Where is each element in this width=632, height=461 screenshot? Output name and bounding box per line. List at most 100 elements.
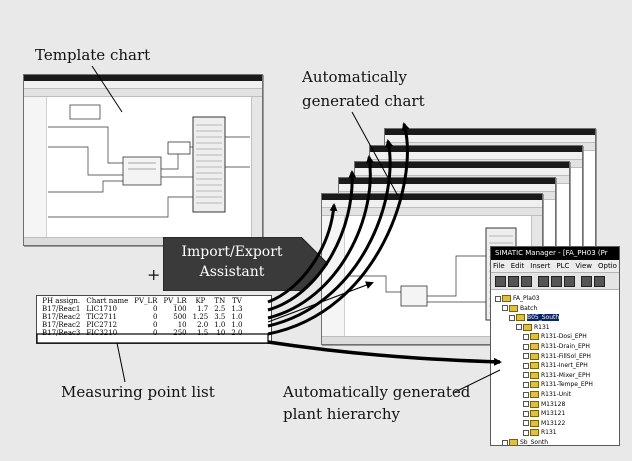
table-cell: 2.0	[197, 321, 209, 329]
window-menu-bar	[355, 168, 569, 176]
tree-node[interactable]: R131-Inert_EPH	[523, 361, 588, 370]
tree-expand-icon[interactable]	[502, 305, 508, 312]
tree-node[interactable]: B05_South	[509, 313, 560, 322]
tree-node[interactable]: R131-FillSol_EPH	[523, 352, 591, 361]
tree-expand-icon[interactable]	[523, 401, 529, 408]
table-cell: 0	[152, 313, 158, 321]
folder-icon	[530, 381, 539, 389]
folder-icon	[530, 410, 539, 418]
tree-expand-icon[interactable]	[523, 391, 529, 398]
template-chart-label: Template chart	[35, 46, 151, 64]
tree-node-label: Batch	[520, 304, 538, 312]
menu-item[interactable]: View	[575, 262, 592, 270]
toolbar-button-icon[interactable]	[495, 276, 506, 287]
tree-node[interactable]: R131-Unit	[523, 390, 571, 399]
window-title-bar	[355, 162, 569, 168]
tree-node[interactable]: R131	[516, 323, 550, 332]
tree-expand-icon[interactable]	[523, 429, 529, 436]
table-cell: B17/Reac2	[42, 321, 81, 329]
table-cell: 3.5	[214, 313, 226, 321]
menu-item[interactable]: Insert	[530, 262, 551, 270]
table-cell: 0	[152, 329, 158, 337]
template-status-bar	[24, 237, 262, 245]
row-to-hierarchy-arrow	[267, 340, 502, 366]
tree-expand-icon[interactable]	[509, 314, 515, 321]
auto-hierarchy-label-line-2: plant hierarchy	[283, 405, 400, 423]
toolbar-button-icon[interactable]	[521, 276, 532, 287]
import-export-label: Import/Export Assistant	[163, 242, 301, 282]
tree-expand-icon[interactable]	[502, 439, 508, 446]
tree-node[interactable]: R131-Dosi_EPH	[523, 332, 587, 341]
tree-node-label: R131-Dosi_EPH	[541, 333, 587, 341]
table-header-cell: Chart name	[86, 297, 129, 305]
table-cell: LIC1710	[86, 305, 117, 313]
table-cell: 10	[216, 329, 226, 337]
toolbar-button-icon[interactable]	[564, 276, 575, 287]
table-cell: 1.5	[197, 329, 209, 337]
toolbar-button-icon[interactable]	[538, 276, 549, 287]
menu-item[interactable]: File	[493, 262, 505, 270]
tree-expand-icon[interactable]	[523, 353, 529, 360]
template-scrollbar	[251, 97, 262, 237]
table-cell: 0	[152, 321, 158, 329]
tree-expand-icon[interactable]	[523, 420, 529, 427]
tree-node[interactable]: R131-Mixer_EPH	[523, 371, 590, 380]
tree-node[interactable]: Sb_Sonth	[502, 438, 548, 447]
tree-node-label: R131-Tempe_EPH	[541, 381, 593, 389]
window-title-bar	[339, 178, 555, 184]
tree-node-label: R131-Inert_EPH	[541, 362, 588, 370]
table-cell: 1.0	[231, 313, 243, 321]
tree-node[interactable]: M13128	[523, 400, 565, 409]
measuring-pointer-line	[116, 342, 126, 383]
folder-icon	[502, 295, 511, 302]
menu-item[interactable]: Edit	[510, 262, 525, 270]
window-menu-bar	[370, 152, 582, 160]
tree-expand-icon[interactable]	[523, 410, 529, 417]
tree-expand-icon[interactable]	[495, 295, 501, 302]
tree-node-label: M13121	[541, 410, 566, 418]
import-export-line-1: Import/Export	[181, 244, 283, 260]
tree-expand-icon[interactable]	[516, 324, 522, 331]
tree-node-label: R131-Unit	[541, 391, 571, 398]
template-canvas	[48, 97, 250, 237]
table-header-cell: PV_LR	[134, 297, 158, 305]
folder-icon	[530, 362, 539, 370]
folder-icon	[530, 400, 539, 408]
toolbar-button-icon[interactable]	[581, 276, 592, 287]
menu-item[interactable]: Optio	[598, 262, 617, 270]
tree-expand-icon[interactable]	[523, 343, 529, 350]
window-menu-bar	[322, 200, 542, 208]
table-cell: 2.5	[214, 305, 226, 313]
tree-node[interactable]: M13121	[523, 409, 565, 418]
folder-icon	[530, 343, 539, 350]
table-header-cell: KP	[195, 297, 206, 305]
tree-node[interactable]: R131	[523, 428, 557, 437]
table-cell: 1.0	[214, 321, 226, 329]
tree-node[interactable]: M13122	[523, 419, 565, 428]
tree-node[interactable]: R131-Tempe_EPH	[523, 380, 593, 389]
tree-node[interactable]: R131-Drain_EPH	[523, 342, 590, 351]
tree-expand-icon[interactable]	[523, 333, 529, 340]
measuring-point-list-label: Measuring point list	[61, 383, 215, 401]
toolbar-button-icon[interactable]	[594, 276, 605, 287]
toolbar-button-icon[interactable]	[508, 276, 519, 287]
toolbar-button-icon[interactable]	[551, 276, 562, 287]
tree-expand-icon[interactable]	[523, 372, 529, 379]
table-cell: FIC3210	[86, 329, 118, 337]
template-menu-bar	[24, 81, 262, 89]
table-cell: 100	[173, 305, 187, 313]
tree-expand-icon[interactable]	[523, 362, 529, 369]
tree-node-label: Sb_Sonth	[520, 439, 549, 446]
tree-node[interactable]: Batch	[502, 304, 537, 313]
window-title-bar	[322, 194, 542, 200]
menu-item[interactable]: PLC	[556, 262, 570, 270]
template-toolbar	[24, 89, 262, 97]
tree-node[interactable]: FA_Pla03	[495, 294, 540, 303]
tree-expand-icon[interactable]	[523, 381, 529, 388]
